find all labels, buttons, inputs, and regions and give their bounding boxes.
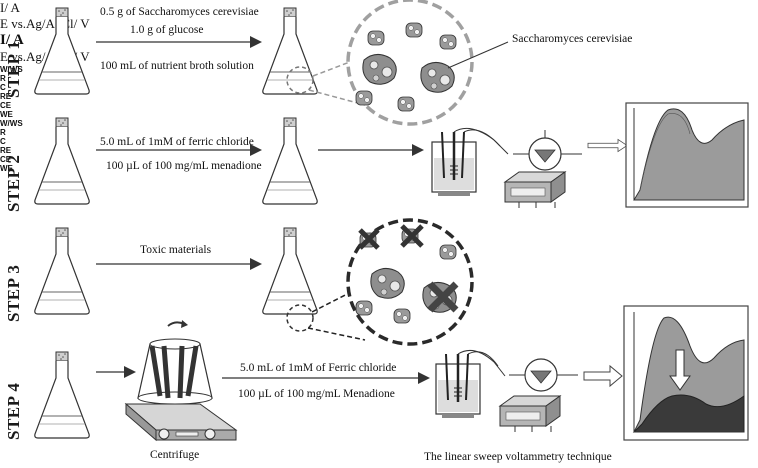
step-1-reagent-broth: 100 mL of nutrient broth solution bbox=[100, 60, 254, 72]
plot-1-y-label: I/ A bbox=[0, 0, 20, 15]
c-label-1: C bbox=[0, 83, 6, 92]
step-3-reagent-toxic: Toxic materials bbox=[140, 244, 212, 256]
r-label-2: R bbox=[0, 128, 6, 137]
step-4-reagent-menadione: 100 µL of 100 mg/mL Menadione bbox=[238, 388, 395, 400]
re-label-1: RE bbox=[0, 92, 12, 101]
ce-label-2: CE bbox=[0, 155, 12, 164]
technique-label: The linear sweep voltammetry technique bbox=[424, 451, 612, 463]
c-label-2: C bbox=[0, 137, 6, 146]
step-2-reagent-ferric: 5.0 mL of 1mM of ferric chloride bbox=[100, 136, 254, 148]
re-label-2: RE bbox=[0, 146, 12, 155]
plot-2-y-label: I/ A bbox=[0, 32, 24, 48]
ww-label-1: W/WS bbox=[0, 65, 23, 74]
ce-label-1: CE bbox=[0, 101, 12, 110]
step-1-reagent-glucose: 1.0 g of glucose bbox=[130, 24, 204, 36]
centrifuge-label: Centrifuge bbox=[150, 449, 200, 461]
step-4-reagent-ferric: 5.0 mL of 1mM of Ferric chloride bbox=[240, 362, 397, 374]
we-label-2: WE bbox=[0, 164, 13, 173]
step-2-reagent-menadione: 100 µL of 100 mg/mL menadione bbox=[106, 160, 262, 172]
ww-label-2: W/WS bbox=[0, 119, 23, 128]
yeast-callout-label: Saccharomyces cerevisiae bbox=[512, 33, 633, 45]
we-label-1: WE bbox=[0, 110, 13, 119]
step-1-reagent-yeast: 0.5 g of Saccharomyces cerevisiae bbox=[100, 6, 259, 18]
r-label-1: R bbox=[0, 74, 6, 83]
